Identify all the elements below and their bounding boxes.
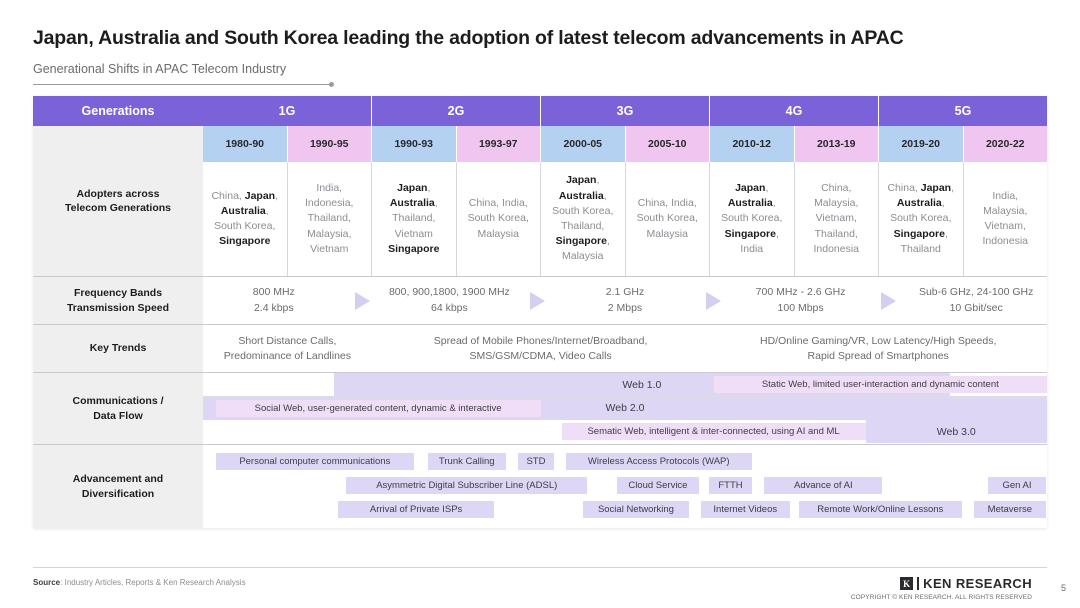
period-cell-2010-12: 2010-12: [709, 126, 794, 162]
period-cell-1993-97: 1993-97: [455, 126, 540, 162]
key-trends-row-label: Key Trends: [33, 324, 203, 372]
adopters-cell-1990-95: India,Indonesia,Thailand,Malaysia,Vietna…: [286, 162, 372, 276]
period-cell-2005-10: 2005-10: [624, 126, 709, 162]
generation-header-5g: 5G: [878, 96, 1047, 126]
adopters-cell-2000-05: Japan,Australia,South Korea,Thailand,Sin…: [540, 162, 625, 276]
copyright-text: COPYRIGHT © KEN RESEARCH. ALL RIGHTS RES…: [850, 594, 1032, 601]
brand-line: K KEN RESEARCH: [851, 576, 1032, 591]
advancement-line-2: Asymmetric Digital Subscriber Line (ADSL…: [203, 475, 1047, 499]
key-trends-row: Key Trends Short Distance Calls,Predomin…: [33, 324, 1047, 372]
advancement-tag: Wireless Access Protocols (WAP): [565, 453, 752, 470]
advancement-tag: Metaverse: [973, 501, 1047, 518]
key-trends-cell-1: Short Distance Calls,Predominance of Lan…: [223, 334, 352, 362]
page-title: Japan, Australia and South Korea leading…: [33, 27, 904, 49]
period-cell-1980-90: 1980-90: [203, 126, 287, 162]
footer-divider: [33, 567, 1047, 568]
advancement-tag: Trunk Calling: [427, 453, 506, 470]
page-subtitle: Generational Shifts in APAC Telecom Indu…: [33, 62, 287, 76]
web-description-tag-3: Sematic Web, intelligent & inter-connect…: [561, 423, 866, 441]
communications-row-label: Communications /Data Flow: [33, 372, 203, 444]
web-description-tag-1: Static Web, limited user-interaction and…: [713, 376, 1047, 393]
advancement-line-1: Personal computer communications Trunk Ca…: [203, 451, 1047, 475]
advancement-tag: Social Networking: [582, 501, 690, 518]
adopters-cell-2005-10: China, India,South Korea,Malaysia: [624, 162, 710, 276]
brand-name: KEN RESEARCH: [923, 576, 1032, 591]
key-trends-cells: Short Distance Calls,Predominance of Lan…: [203, 324, 1047, 372]
advancement-tag: Internet Videos: [700, 501, 790, 518]
period-cell-2020-22: 2020-22: [962, 126, 1047, 162]
advancement-tag: STD: [517, 453, 555, 470]
key-trends-cell-2: Spread of Mobile Phones/Internet/Broadba…: [433, 334, 648, 362]
progression-arrow-icon: [696, 277, 730, 325]
web-band-web30: Web 3.0: [865, 420, 1047, 444]
advancement-tag: Arrival of Private ISPs: [338, 501, 495, 518]
generation-header-3g: 3G: [540, 96, 709, 126]
progression-arrow-icon: [520, 277, 554, 325]
period-cell-1990-95: 1990-95: [286, 126, 371, 162]
web-description-tag-2: Social Web, user-generated content, dyna…: [215, 399, 541, 417]
generation-header-2g: 2G: [371, 96, 540, 126]
period-cell-1990-93: 1990-93: [371, 126, 456, 162]
advancement-tag: Asymmetric Digital Subscriber Line (ADSL…: [346, 477, 587, 494]
period-cell-2019-20: 2019-20: [878, 126, 963, 162]
adopters-cell-2020-22: India,Malaysia,Vietnam,Indonesia: [962, 162, 1048, 276]
period-cell-2013-19: 2013-19: [793, 126, 878, 162]
advancement-tag: FTTH: [709, 477, 752, 494]
source-label: Source: [33, 578, 61, 587]
brand-divider: [917, 577, 920, 590]
adopters-cell-2010-12: Japan,Australia,South Korea,Singapore,In…: [709, 162, 794, 276]
advancement-line-3: Arrival of Private ISPs Social Networking…: [203, 499, 1047, 523]
advancement-cells: Personal computer communications Trunk Ca…: [203, 444, 1047, 528]
ken-research-logo-icon: K: [900, 577, 914, 590]
advancement-tag: Gen AI: [987, 477, 1047, 494]
progression-arrow-icon: [345, 277, 379, 325]
advancement-tag: Remote Work/Online Lessons: [798, 501, 962, 518]
advancement-tag: Advance of AI: [764, 477, 883, 494]
subtitle-underline: [33, 82, 334, 87]
table-corner-label: Generations: [33, 96, 203, 126]
generation-header-4g: 4G: [709, 96, 878, 126]
progression-arrow-icon: [871, 277, 905, 325]
generation-header-1g: 1G: [203, 96, 371, 126]
page-number: 5: [1060, 583, 1066, 593]
source-note: Source: Industry Articles, Reports & Ken…: [33, 578, 246, 587]
advancement-tag: Personal computer communications: [215, 453, 414, 470]
source-text: Industry Articles, Reports & Ken Researc…: [64, 578, 246, 587]
key-trends-cell-3: HD/Online Gaming/VR, Low Latency/High Sp…: [760, 334, 997, 362]
adopters-cell-1993-97: China, India,South Korea,Malaysia: [455, 162, 541, 276]
adopters-cell-2019-20: China, Japan,Australia,South Korea,Singa…: [878, 162, 963, 276]
adopters-cell-2013-19: China,Malaysia,Vietnam,Thailand,Indonesi…: [793, 162, 879, 276]
brand-block: K KEN RESEARCH COPYRIGHT © KEN RESEARCH.…: [851, 576, 1032, 601]
adopters-cells: China, Japan,Australia,South Korea,Singa…: [203, 162, 1047, 276]
period-cell-2000-05: 2000-05: [540, 126, 625, 162]
adopters-cell-1980-90: China, Japan,Australia,South Korea,Singa…: [211, 189, 279, 248]
source-separator: :: [60, 578, 63, 587]
advancement-tag: Cloud Service: [616, 477, 700, 494]
